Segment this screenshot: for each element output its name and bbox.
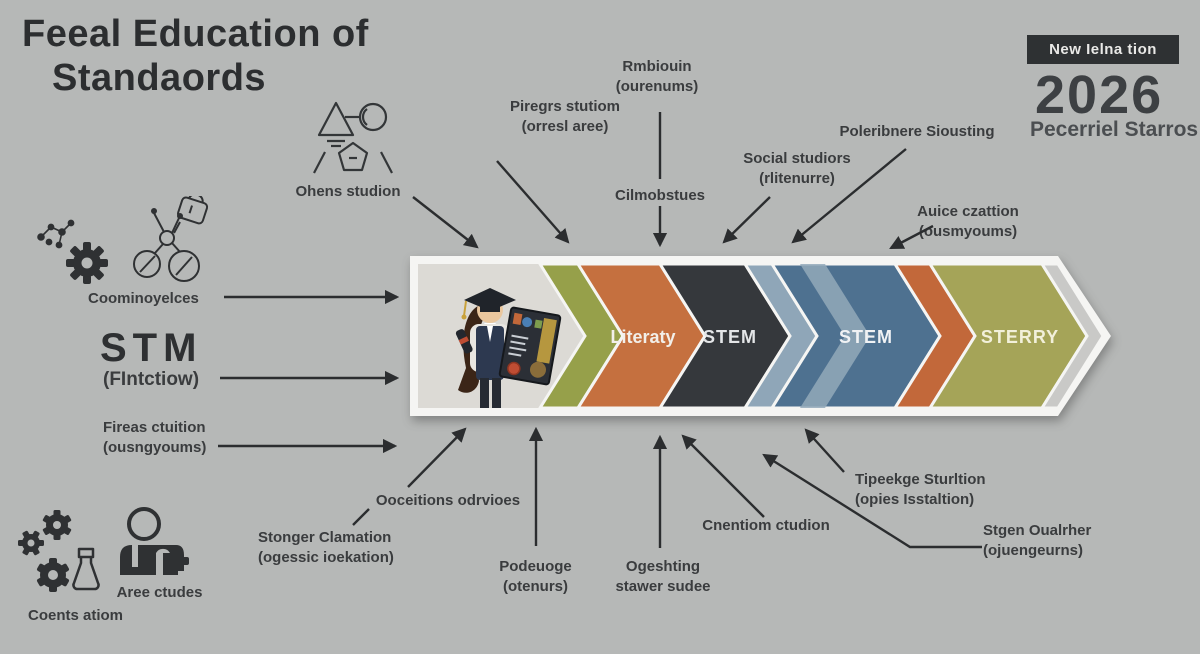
arrow-cnentiom (681, 434, 765, 518)
year-label: 2026 (1035, 65, 1164, 125)
page-title: Feeal Education of Standaords (22, 12, 369, 100)
gear-icon (66, 242, 108, 284)
callout-aree: Aree ctudes (116, 584, 203, 601)
graduate-illustration (455, 288, 562, 408)
gears-flask-icon (18, 510, 100, 592)
banner-label-literaty: Literaty (610, 327, 675, 347)
banner-label-sterry: STERRY (981, 327, 1059, 347)
callout-ohens: Ohens studion (295, 183, 401, 200)
molecule-icon (37, 219, 75, 249)
callout-coominoyelces: Coominoyelces (88, 290, 199, 307)
arrow-ohens (412, 196, 479, 249)
year-subtitle: Pecerriel Starros (1030, 118, 1199, 141)
banner-label-stem-blue: STEM (839, 327, 893, 347)
title-line-2: Standaords (52, 57, 267, 99)
callout-podeuoge: Podeuoge (otenurs) (499, 558, 572, 595)
arrow-tipeekge (804, 428, 845, 473)
chevron-blue-accent (800, 264, 870, 408)
shapes-lab-icon (313, 101, 393, 174)
callout-ogeshting: Ogeshting stawer sudee (615, 558, 711, 595)
callout-stgen: Stgen Oualrher (ojuengeurns) (983, 522, 1092, 559)
title-line-1: Feeal Education of (22, 13, 369, 55)
callout-coents: Coents atiom (28, 607, 124, 624)
callout-cilmobstues: Cilmobstues (614, 187, 705, 204)
callout-social-studiors: Social studiors (rlitenurre) (743, 150, 851, 187)
line-stonger (352, 508, 370, 526)
student-book-icon (120, 507, 189, 575)
callout-stonger: Stonger Clamation (ogessic ioekation) (258, 529, 394, 566)
callout-auice: Auice czattion (ousmyoums) (917, 203, 1019, 240)
callout-stm-sub: (FIntctiow) (103, 369, 200, 390)
arrow-piregrs (496, 160, 570, 244)
callout-rmbiouin: Rmbiouin (ourenums) (615, 58, 699, 95)
chevron-banner: Literaty STEM STEM STERRY (410, 256, 1111, 416)
new-edition-badge: New Ielna tion (1027, 35, 1179, 64)
science-tools-icon (133, 196, 209, 282)
callout-tipeekge: Tipeekge Sturltion (opies Isstaltion) (855, 471, 986, 508)
callout-stm-big: STM (100, 326, 203, 370)
arrow-ooceitions (407, 427, 467, 488)
callout-cnentiom: Cnentiom ctudion (702, 517, 830, 534)
callout-fireas: Fireas ctuition (ousngyoums) (103, 419, 207, 456)
banner-label-stem-dark: STEM (703, 327, 757, 347)
callout-piregrs: Piregrs stutiom (orresl aree) (509, 98, 621, 135)
chevron-gray-sliver (1039, 262, 1105, 410)
callout-ooceitions: Ooceitions odrvioes (375, 492, 521, 509)
callout-poleribnere: Poleribnere Siousting (839, 123, 995, 140)
